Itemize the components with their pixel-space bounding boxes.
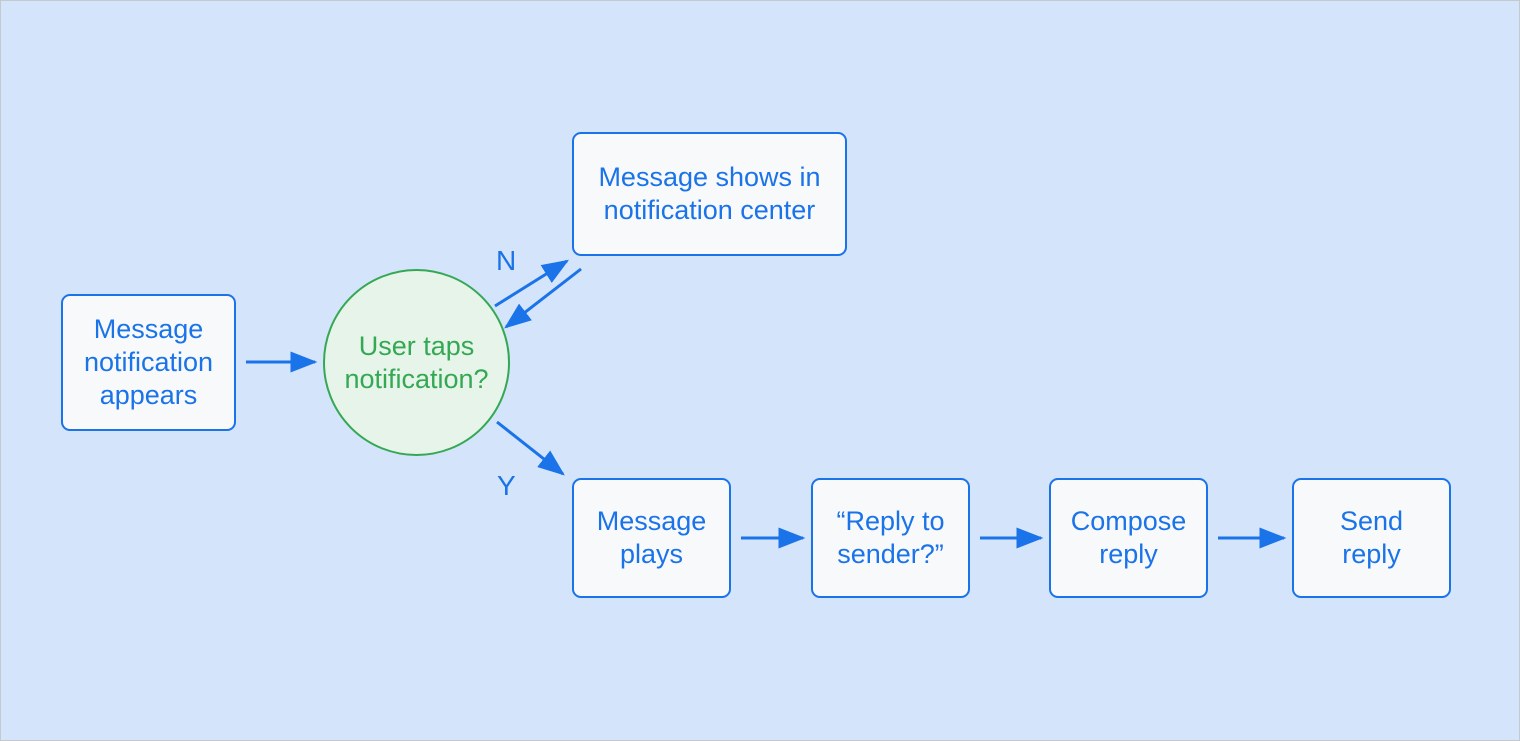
node-message-shows-in-notification-center[interactable]: Message shows in notification center: [572, 132, 847, 256]
branch-label-y: Y: [497, 470, 516, 501]
edge-decision-to-message-plays: [496, 420, 565, 476]
node-user-taps-notification-label: User taps notification?: [344, 330, 489, 394]
node-send-reply[interactable]: Send reply: [1292, 478, 1451, 598]
node-message-plays[interactable]: Message plays: [572, 478, 731, 598]
node-compose-reply[interactable]: Compose reply: [1049, 478, 1208, 598]
edge-notification-center-to-decision: [504, 267, 582, 329]
node-user-taps-notification[interactable]: User taps notification?: [323, 269, 510, 456]
branch-label-n: N: [496, 245, 517, 276]
node-message-notification-appears[interactable]: Message notification appears: [61, 294, 236, 431]
node-reply-to-sender[interactable]: “Reply to sender?”: [811, 478, 970, 598]
